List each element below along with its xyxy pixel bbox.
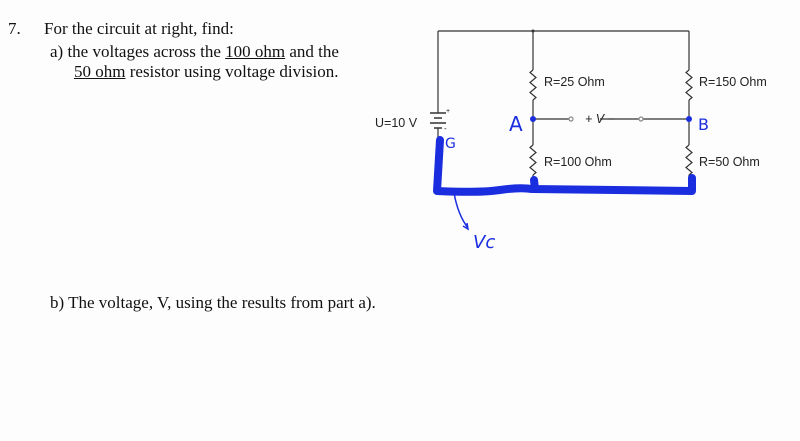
ground-label: G bbox=[445, 136, 456, 152]
r25-label: R=25 Ohm bbox=[544, 75, 605, 89]
question-number: 7. bbox=[8, 19, 21, 38]
part-a-line2-suffix: resistor using voltage division. bbox=[125, 62, 339, 81]
vc-label: Vc bbox=[473, 232, 495, 253]
resistor-150-ohm bbox=[685, 69, 693, 101]
part-a-prefix: a) the voltages across the bbox=[50, 42, 226, 61]
minus-sign: - bbox=[444, 124, 447, 133]
arrow-icon bbox=[453, 192, 470, 231]
part-a-suffix: and the bbox=[285, 42, 339, 61]
question-intro: For the circuit at right, find: bbox=[44, 19, 234, 38]
part-b: b) The voltage, V, using the results fro… bbox=[50, 293, 376, 312]
r50-label: R=50 Ohm bbox=[699, 155, 760, 169]
node-b-dot bbox=[686, 116, 692, 122]
part-a-50-ohm: 50 ohm bbox=[74, 62, 126, 81]
part-a-line2: 50 ohm resistor using voltage division. bbox=[74, 62, 338, 82]
node-a-label: A bbox=[509, 112, 523, 136]
terminal-minus bbox=[638, 116, 644, 122]
node-a-dot bbox=[530, 116, 536, 122]
voltage-label: + V − bbox=[585, 112, 615, 126]
resistor-25-ohm bbox=[529, 69, 537, 101]
part-a-line1: a) the voltages across the 100 ohm and t… bbox=[50, 42, 339, 62]
plus-sign: + bbox=[446, 108, 450, 115]
r150-label: R=150 Ohm bbox=[699, 75, 767, 89]
terminal-plus bbox=[568, 116, 574, 122]
source-label: U=10 V bbox=[375, 116, 418, 130]
battery-symbol bbox=[430, 112, 446, 129]
node-b-label: B bbox=[698, 115, 709, 134]
ground-ink-line bbox=[433, 136, 696, 196]
resistor-50-ohm bbox=[685, 144, 693, 176]
resistor-100-ohm bbox=[529, 144, 537, 176]
r100-label: R=100 Ohm bbox=[544, 155, 612, 169]
part-a-100-ohm: 100 ohm bbox=[225, 42, 286, 61]
